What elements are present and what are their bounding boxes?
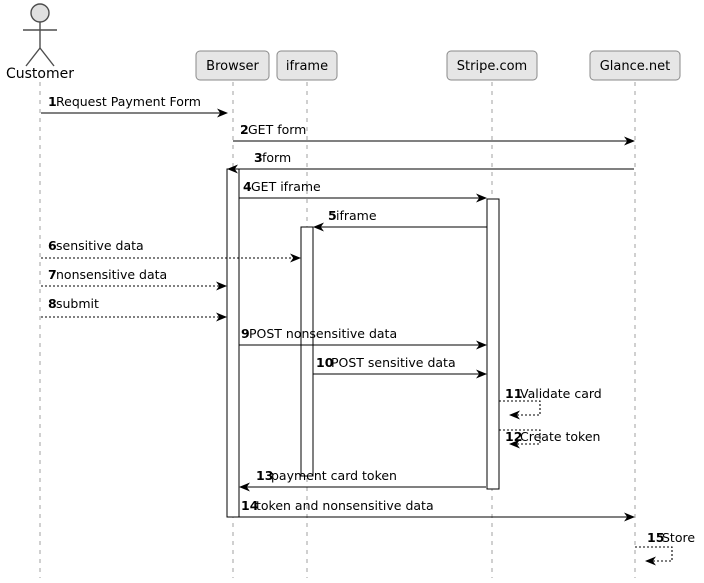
self-message-number-11: 11 (505, 386, 522, 401)
message-label-2: GET form (248, 122, 306, 137)
participant-box-iframe[interactable] (276, 50, 338, 81)
message-number-1: 1 (48, 94, 57, 109)
self-message-label-15: Store (662, 530, 695, 545)
participant-browser[interactable]: Browser (195, 50, 270, 81)
message-number-2: 2 (240, 122, 249, 137)
participant-label-iframe: iframe (286, 59, 328, 74)
message-number-7: 7 (48, 267, 57, 282)
self-message-label-11: Validate card (520, 386, 602, 401)
message-label-9: POST nonsensitive data (249, 326, 397, 341)
message-label-10: POST sensitive data (331, 355, 456, 370)
self-message-arrow-15 (635, 546, 673, 566)
message-label-5: iframe (336, 208, 377, 223)
message-label-14: token and nonsensitive data (256, 498, 434, 513)
message-number-3: 3 (254, 150, 263, 165)
activation-bars-group (226, 168, 500, 518)
activation-bar-iframe (300, 226, 314, 477)
message-number-13: 13 (256, 468, 273, 483)
participant-label-stripe: Stripe.com (457, 59, 527, 74)
participant-stripe[interactable]: Stripe.com (446, 50, 538, 81)
message-label-6: sensitive data (56, 238, 144, 253)
self-message-arrow-12 (499, 429, 541, 449)
participant-box-browser[interactable] (195, 50, 270, 81)
message-label-1: Request Payment Form (56, 94, 201, 109)
actor-customer: Customer (6, 3, 74, 82)
message-number-9: 9 (241, 326, 250, 341)
activation-bar-stripe (486, 198, 500, 490)
message-number-5: 5 (328, 208, 337, 223)
message-label-13: payment card token (271, 468, 397, 483)
message-number-14: 14 (241, 498, 259, 513)
message-number-10: 10 (316, 355, 334, 370)
participant-label-glance: Glance.net (600, 59, 671, 74)
message-number-6: 6 (48, 238, 57, 253)
actor-label-customer: Customer (6, 66, 74, 82)
self-message-number-12: 12 (505, 429, 522, 444)
message-label-8: submit (56, 296, 99, 311)
actor-leg-left-icon (25, 47, 41, 67)
participant-glance[interactable]: Glance.net (589, 50, 681, 81)
participant-iframe[interactable]: iframe (276, 50, 338, 81)
participant-box-stripe[interactable] (446, 50, 538, 81)
activation-bar-browser (226, 168, 240, 518)
self-message-label-12: Create token (520, 429, 600, 444)
participant-box-glance[interactable] (589, 50, 681, 81)
message-number-8: 8 (48, 296, 57, 311)
message-label-3: form (262, 150, 291, 165)
participants-group: Customer Browser iframe Stripe.com Glance.ne… (6, 3, 681, 82)
message-number-4: 4 (243, 179, 252, 194)
message-label-4: GET iframe (251, 179, 321, 194)
actor-leg-right-icon (39, 47, 55, 67)
participant-label-browser: Browser (206, 59, 259, 74)
self-message-arrow-11 (499, 400, 541, 420)
message-label-7: nonsensitive data (56, 267, 167, 282)
self-message-number-15: 15 (647, 530, 664, 545)
actor-head-icon (30, 3, 50, 23)
